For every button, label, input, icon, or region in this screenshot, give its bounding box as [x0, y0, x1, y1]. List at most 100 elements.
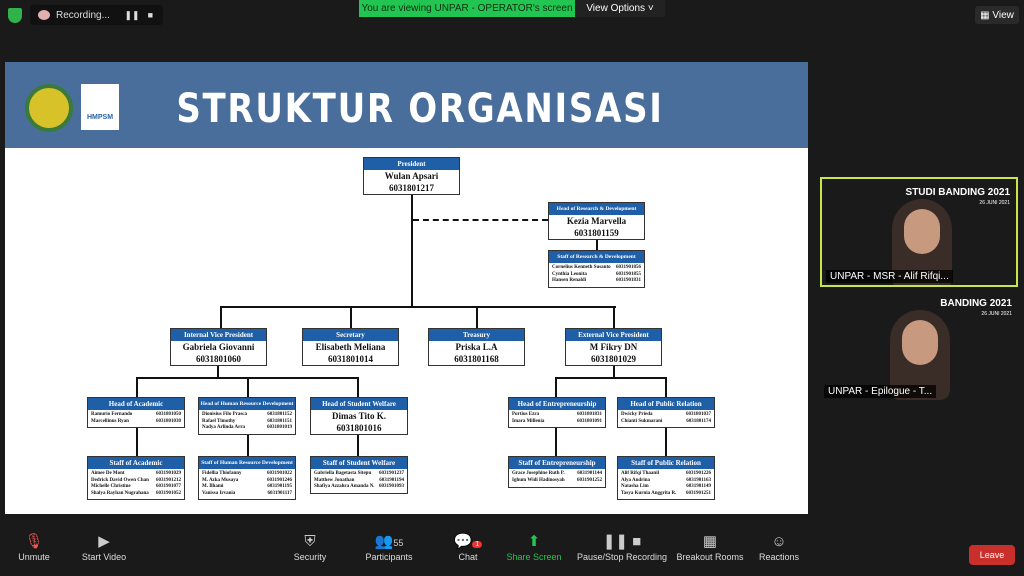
participant-name: UNPAR - MSR - Alif Rifqi... [826, 270, 953, 283]
org-box-title: Internal Vice President [171, 329, 266, 341]
share-screen-button[interactable]: ⬆Share Screen [506, 530, 562, 562]
org-box-title: Head of Research & Development [549, 203, 644, 215]
unmute-label: Unmute [18, 552, 50, 562]
member-id: 6031901194 [379, 477, 404, 483]
share-screen-label: Share Screen [506, 552, 562, 562]
participant-face [904, 209, 940, 254]
member-id: 6031801091 [577, 418, 602, 424]
member-id: 6031801037 [686, 412, 711, 417]
member-name: Chianti Sukmarani [621, 418, 663, 424]
security-button[interactable]: ⛨Security [288, 530, 332, 562]
member-name: Portius Ezra [512, 412, 540, 417]
org-box-title: Secretary [303, 329, 398, 341]
org-box-id: 6031801217 [389, 183, 434, 193]
connector-line [665, 377, 667, 397]
member-id: 6031901149 [686, 484, 711, 489]
connector-line [220, 306, 616, 308]
chat-icon: 💬1 [452, 530, 484, 552]
org-box-id: 6031801014 [328, 354, 373, 364]
participants-label: Participants [365, 552, 413, 562]
org-box-title: Treasury [429, 329, 524, 341]
stop-recording-icon[interactable]: ■ [147, 9, 153, 20]
connector-line [411, 192, 413, 306]
org-box-title: Staff of Student Welfare [311, 457, 407, 469]
breakout-label: Breakout Rooms [676, 552, 744, 562]
reactions-button[interactable]: ☺ Reactions [756, 530, 802, 562]
tile-event-title: BANDING 2021 [940, 298, 1012, 309]
security-shield-icon[interactable] [8, 8, 22, 23]
member-name: Nadya Arlinda Arra [202, 425, 246, 430]
member-row: Dionisius Filo Prasca 6031801152 [202, 412, 292, 419]
org-box-name: Wulan Apsari [384, 171, 439, 181]
recording-control-label: Pause/Stop Recording [576, 552, 668, 562]
recording-icon [38, 10, 50, 20]
member-id: 6031901251 [686, 490, 711, 496]
org-box-name: M Fikry DN [589, 342, 638, 352]
video-tile-1[interactable]: STUDI BANDING 2021 26 JUNI 2021 UNPAR - … [820, 177, 1018, 287]
org-box-title: Staff of Entrepreneurship [509, 457, 605, 469]
recording-indicator: Recording... ❚❚ ■ [30, 5, 163, 25]
member-id: 6031801019 [267, 425, 292, 430]
org-box-title: Staff of Academic [88, 457, 184, 469]
member-name: Dionisius Filo Prasca [202, 412, 248, 417]
connector-line [555, 377, 667, 379]
view-options-label: View Options [586, 3, 646, 14]
member-id: 6031901052 [156, 490, 181, 496]
member-name: Michelle Christine [91, 484, 131, 489]
org-box-id: 6031801060 [196, 354, 241, 364]
reactions-icon: ☺ [771, 533, 787, 550]
breakout-rooms-button[interactable]: ▦ Breakout Rooms [676, 530, 744, 562]
pause-recording-icon[interactable]: ❚❚ [124, 9, 140, 20]
org-box-title: Staff of Research & Development [549, 251, 644, 263]
start-video-button[interactable]: ▶Start Video [78, 530, 130, 562]
org-box-title: Head of Entrepreneurship [509, 398, 605, 410]
chat-badge: 1 [472, 541, 483, 548]
member-row: Grace Josephine Ruth P.6031901144 [512, 471, 602, 478]
member-id: 6031901856 [616, 265, 641, 270]
unmute-button[interactable]: 🎙Unmute [12, 530, 56, 562]
video-tile-2[interactable]: BANDING 2021 26 JUNI 2021 UNPAR - Epilog… [820, 290, 1018, 400]
tile-event-title: STUDI BANDING 2021 [905, 187, 1010, 198]
connector-line [220, 306, 222, 328]
org-box-title: Staff of Public Relation [618, 457, 714, 469]
breakout-rooms-icon: ▦ [702, 533, 718, 550]
org-box-name: Gabriela Giovanni [182, 342, 255, 352]
member-row: Nadya Arlinda Arra 6031801019 [202, 425, 292, 432]
connector-line [357, 377, 359, 397]
member-id: 6031901195 [267, 484, 292, 489]
pause-stop-icon: ❚❚ ■ [602, 533, 642, 550]
recording-label: Recording... [56, 9, 110, 21]
viewing-banner: You are viewing UNPAR - OPERATOR's scree… [359, 0, 575, 17]
reactions-label: Reactions [758, 552, 800, 562]
member-name: Shalya Rayhan Nugrahana [91, 490, 149, 496]
member-name: Dwicky Prieda [621, 412, 653, 417]
view-options-button[interactable]: View Options ˅ [575, 0, 665, 17]
view-button[interactable]: ▦ View [975, 6, 1019, 24]
member-id: 6031901029 [156, 471, 181, 476]
org-box-title: President [364, 158, 459, 170]
leave-button[interactable]: Leave [969, 545, 1015, 565]
member-id: 6031801152 [267, 412, 292, 417]
pause-stop-recording-button[interactable]: ❚❚ ■ Pause/Stop Recording [576, 530, 668, 562]
connector-line [136, 377, 138, 397]
participant-name: UNPAR - Epilogue - T... [824, 385, 937, 398]
connector-line [247, 432, 249, 456]
